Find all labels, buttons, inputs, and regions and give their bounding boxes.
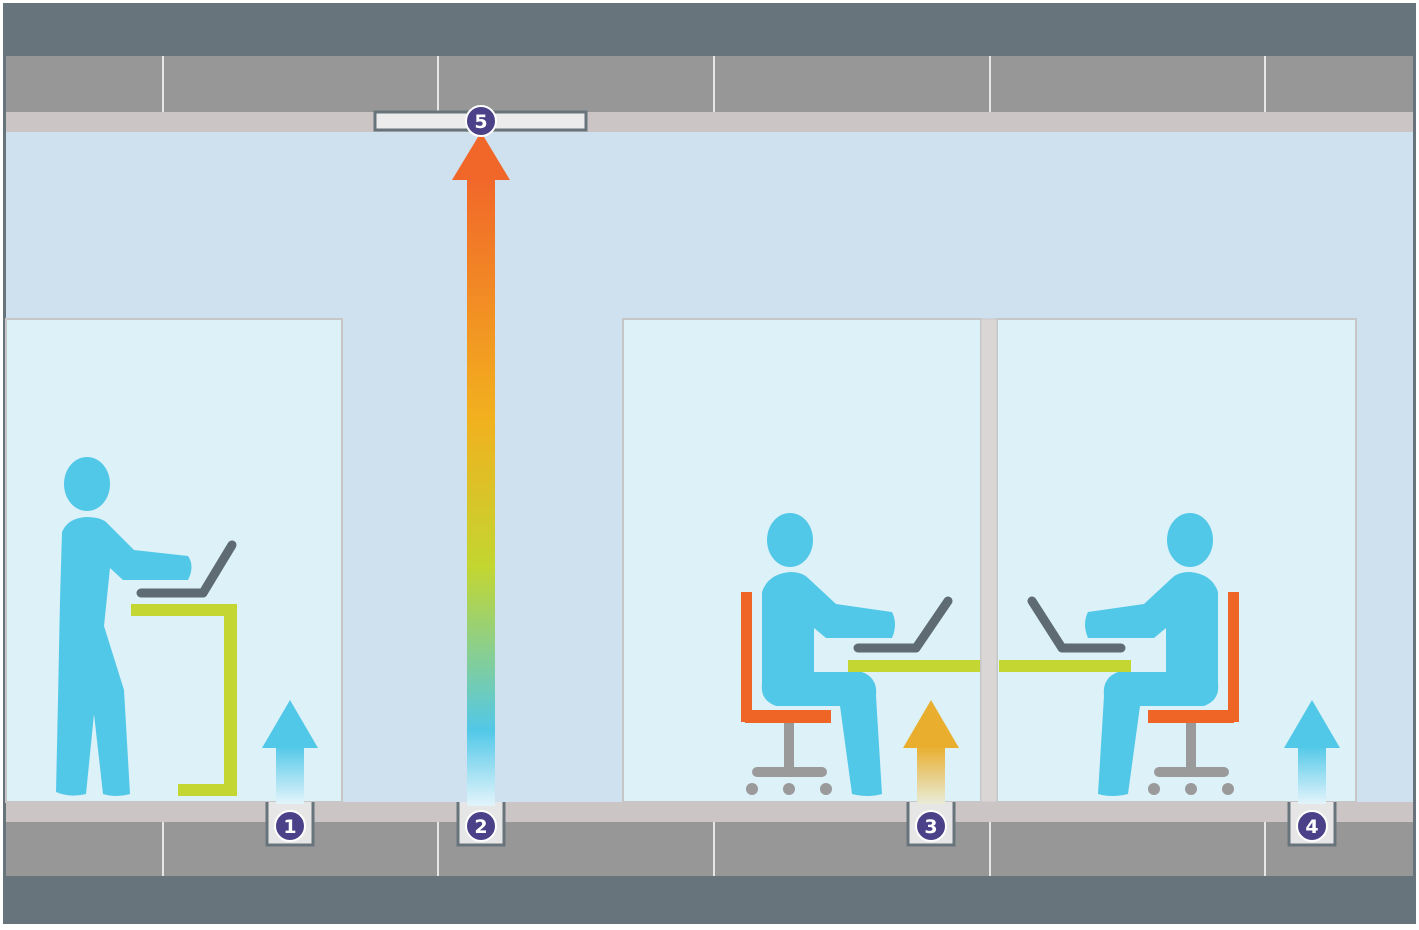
marker-badge: 2 <box>466 811 496 841</box>
marker-label: 1 <box>283 816 296 838</box>
marker-badge: 5 <box>466 106 496 136</box>
ceiling <box>6 112 1413 132</box>
marker-label: 4 <box>1305 816 1318 838</box>
lower-slab <box>6 822 1413 876</box>
upper-slab <box>6 56 1413 112</box>
desk-icon <box>848 660 980 672</box>
desk-icon <box>999 660 1131 672</box>
marker-badge: 4 <box>1297 811 1327 841</box>
floor <box>6 802 1413 822</box>
marker-badge: 3 <box>916 811 946 841</box>
marker-label: 2 <box>474 816 487 838</box>
cubicle-partition <box>981 319 997 802</box>
marker-label: 3 <box>924 816 937 838</box>
marker-badge: 1 <box>275 811 305 841</box>
marker-label: 5 <box>474 111 487 133</box>
